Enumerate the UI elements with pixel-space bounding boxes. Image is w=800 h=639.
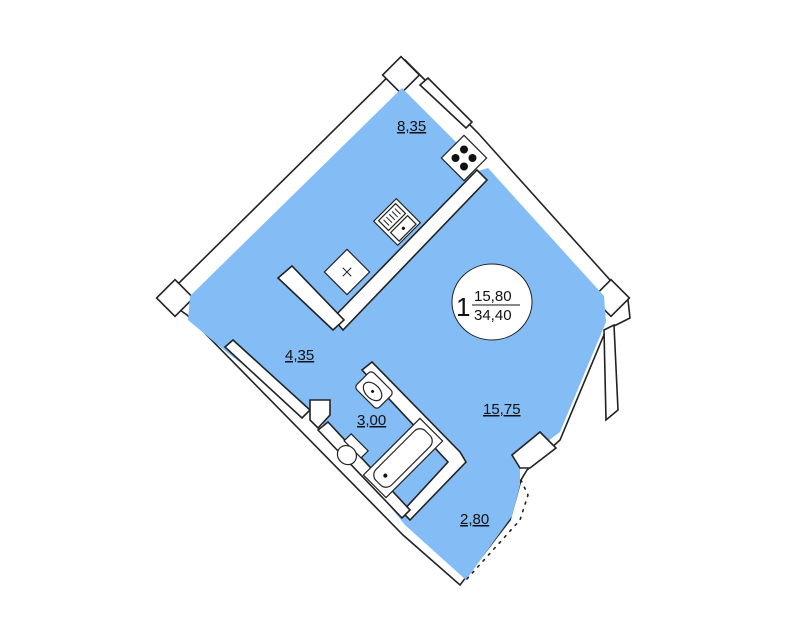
balcony-door-pier <box>510 430 558 469</box>
bathroom-area-label: 3,00 <box>357 412 386 429</box>
living-room-area-label: 15,75 <box>483 401 521 418</box>
loggia-railing <box>465 479 529 581</box>
bathtub-icon <box>362 417 444 499</box>
corner-pilaster-left <box>155 278 195 318</box>
kitchen-partition-wall <box>331 168 489 332</box>
kitchen-stub-wall <box>276 264 346 332</box>
stove-icon <box>440 134 488 182</box>
fridge-icon <box>323 248 371 296</box>
apartment-floor <box>188 88 606 580</box>
rooms-count: 1 <box>456 292 470 322</box>
loggia-area-label: 2,80 <box>460 511 489 528</box>
apartment-summary-badge: 1 15,80 34,40 <box>451 263 533 341</box>
kitchen-area-label: 8,35 <box>397 118 426 135</box>
corner-pilaster-top <box>381 55 421 95</box>
living-area-value: 15,80 <box>474 288 512 305</box>
hallway-area-label: 4,35 <box>285 347 314 364</box>
bathroom-wall-bottom <box>309 399 331 430</box>
window-top <box>418 76 474 130</box>
washbasin-icon <box>355 371 393 409</box>
bathroom-wall-right <box>360 360 468 522</box>
window-right <box>603 323 619 422</box>
sink-icon <box>372 197 422 247</box>
toilet-icon <box>336 433 369 466</box>
total-area-value: 34,40 <box>474 307 512 324</box>
